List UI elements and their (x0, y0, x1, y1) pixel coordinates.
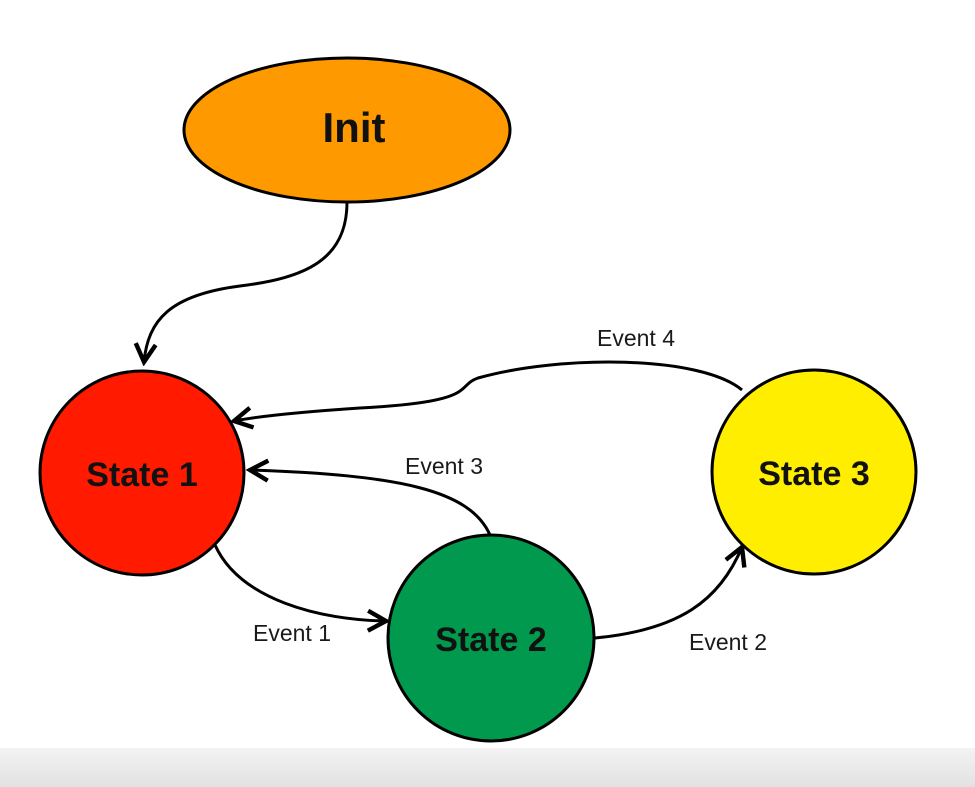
state1-circle (38, 369, 246, 577)
event3-label: Event 3 (405, 453, 483, 479)
event4-label: Event 4 (597, 325, 675, 351)
edge-event3 (250, 470, 492, 536)
node-state1: State 1 (38, 369, 246, 577)
edge-event4 (234, 360, 743, 421)
bottom-bar (0, 748, 975, 787)
event1-label: Event 1 (253, 620, 331, 646)
edge-event1 (213, 544, 386, 621)
edge-event2 (594, 547, 742, 640)
init-label: Init (323, 104, 386, 151)
node-state2: State 2 (386, 533, 596, 743)
init-ellipse (182, 56, 512, 204)
edge-init-to-state1 (144, 201, 349, 362)
state2-circle (386, 533, 596, 743)
state2-label: State 2 (435, 621, 547, 659)
state3-circle (710, 368, 918, 576)
node-init: Init (182, 56, 512, 204)
node-state3: State 3 (710, 368, 918, 576)
event2-label: Event 2 (689, 629, 767, 655)
state3-label: State 3 (758, 455, 870, 493)
state1-label: State 1 (86, 456, 198, 494)
